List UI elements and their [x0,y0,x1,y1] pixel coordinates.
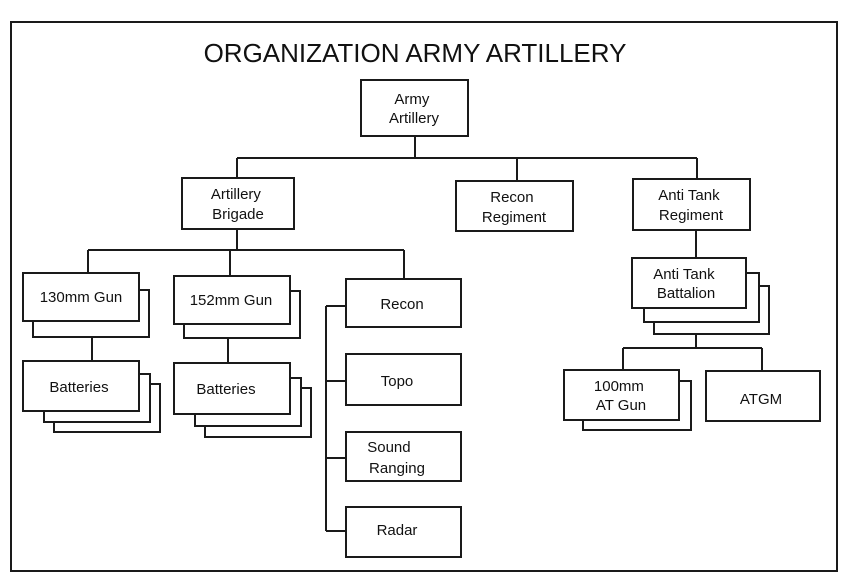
node-atgm: ATGM [705,370,821,422]
node-label-line: Regiment [659,207,724,224]
node-label-line: Ranging [369,460,425,477]
node-radar: Radar [345,506,462,558]
node-label-line: Army [394,91,429,108]
node-label-line: Recon [490,189,533,206]
svg-text:Artillery Brigade: Artillery Brigade [211,186,265,223]
svg-text:Anti Tank Battalion: Anti Tank Battalion [653,266,719,302]
node-batteries-152: Batteries [173,362,312,438]
node-label-line: 152mm Gun [190,292,273,309]
node-label-line: Battalion [657,285,715,302]
node-label-line: Anti Tank [658,187,720,204]
node-topo: Topo [345,353,462,406]
svg-text:Anti Tank Regiment: Anti Tank Regiment [658,187,724,224]
node-label-line: Anti Tank [653,266,715,283]
node-label-line: Batteries [196,381,255,398]
node-label-line: ATGM [740,391,782,408]
node-label-line: Brigade [212,206,264,223]
node-label-line: Recon [380,296,423,313]
svg-text:100mm AT Gun: 100mm AT Gun [594,378,648,414]
diagram-title: ORGANIZATION ARMY ARTILLERY [204,38,627,68]
outer-frame [10,21,838,572]
node-recon-regiment: Recon Regiment [455,180,574,232]
node-label-line: AT Gun [596,397,646,414]
node-artillery-brigade: Artillery Brigade [181,177,295,230]
node-label-line: Artillery [211,186,262,203]
node-label-line: 100mm [594,378,644,395]
node-100mm-at-gun: 100mm AT Gun [563,369,692,431]
node-batteries-130: Batteries [22,360,161,433]
node-label-line: 130mm Gun [40,289,123,306]
node-recon: Recon [345,278,462,328]
node-anti-tank-battalion: Anti Tank Battalion [631,257,770,335]
node-label-line: Sound [367,439,410,456]
node-army-artillery: Army Artillery [360,79,469,137]
node-label-line: Radar [377,522,418,539]
node-label-line: Topo [381,373,414,390]
svg-text:Army Artillery: Army Artillery [389,91,440,127]
node-130mm-gun: 130mm Gun [22,272,150,338]
node-label-line: Batteries [49,379,108,396]
node-label-line: Regiment [482,209,547,226]
node-anti-tank-regiment: Anti Tank Regiment [632,178,751,231]
svg-text:Recon Regiment: Recon Regiment [482,189,547,226]
node-label-line: Artillery [389,110,440,127]
node-152mm-gun: 152mm Gun [173,275,301,339]
svg-text:Sound Ranging: Sound Ranging [367,439,425,477]
node-sound-ranging: Sound Ranging [345,431,462,482]
